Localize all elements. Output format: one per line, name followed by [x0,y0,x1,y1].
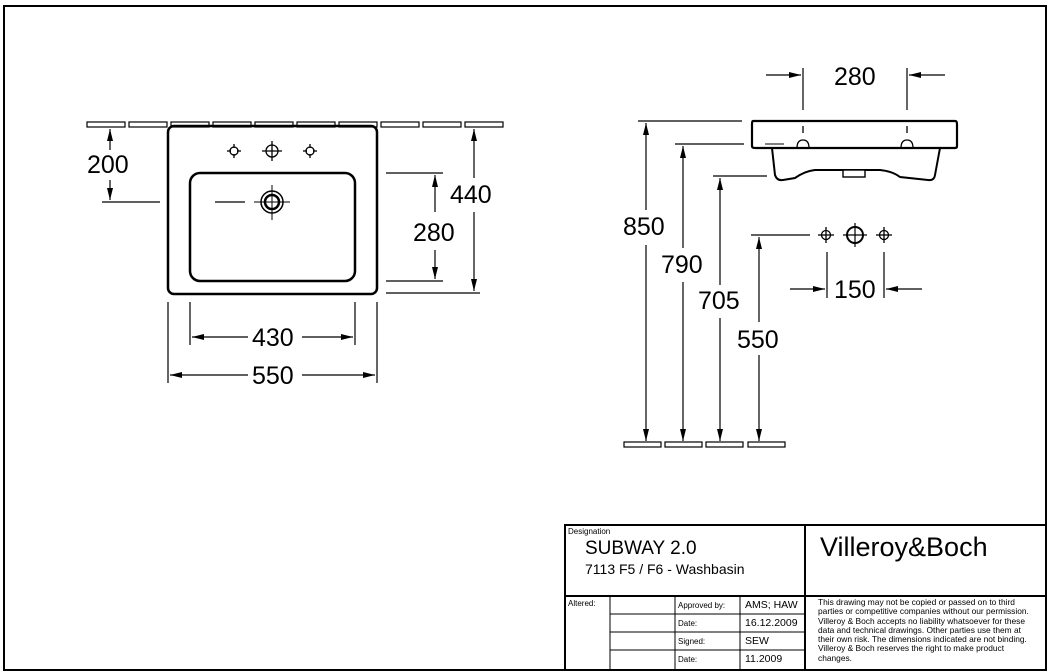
siphon-connector [842,169,866,178]
dim-label-280-side: 280 [834,63,876,91]
signed-date-value: 11.2009 [745,653,783,665]
title-block-frame [564,524,1047,671]
signed-value: SEW [745,635,769,647]
disclaimer-text: This drawing may not be copied or passed… [818,597,1044,663]
tap-hole-right [303,144,317,158]
tap-hole-side-marks [796,126,914,149]
tap-hole-center [262,141,282,161]
dimension-siphon-height [713,175,767,441]
waste-outlet [215,185,290,220]
supply-hole-left [818,227,834,243]
tap-hole-left [227,144,241,158]
disclaimer-line: changes. [818,652,852,663]
signed-label: Signed: [678,637,706,646]
disclaimer-line: Villeroy & Boch accepts no liability wha… [818,615,1025,626]
approved-by-value: AMS; HAW [745,599,798,611]
dim-label-550-height: 550 [737,326,779,354]
brand-logo: Villeroy&Boch [820,532,988,562]
dim-label-280-plan: 280 [413,219,455,247]
dimension-supply-spacing [790,252,922,298]
approval-date-value: 16.12.2009 [745,617,798,629]
disclaimer-line: Villeroy & Boch reserves the right to ma… [818,643,1005,654]
side-view: 280 850 790 705 [623,63,959,448]
dimension-overall-width [167,302,378,383]
dim-label-430: 430 [252,324,294,352]
approval-date-label: Date: [678,619,698,628]
designation-label: Designation [568,527,611,536]
dim-label-150: 150 [834,276,876,304]
dimension-supply-height [751,234,810,441]
dimension-wall-to-waste [102,129,160,203]
dimension-rim-height [638,120,742,441]
disclaimer-line: This drawing may not be copied or passed… [818,597,1015,607]
disclaimer-line: their own risk. The dimensions indicated… [818,634,1027,645]
dimension-overall-depth [386,129,480,294]
sheet-border [3,5,1047,671]
product-code: 7113 F5 / F6 - Washbasin [585,561,745,577]
dim-label-850: 850 [623,213,665,241]
dimension-bowl-depth [386,172,443,282]
supply-holes [818,223,892,247]
basin-outline [166,124,379,296]
basin-side-profile [750,119,959,150]
approved-by-label: Approved by: [678,601,726,610]
supply-hole-center [843,223,867,247]
altered-label: Altered: [568,599,596,608]
product-name: SUBWAY 2.0 [585,538,697,559]
wall-line [86,121,504,128]
dimension-bowl-width [189,302,356,345]
signed-date-label: Date: [678,655,698,664]
disclaimer-line: data and technical drawings. Other parti… [818,624,1021,635]
dim-label-705: 705 [698,287,740,315]
dim-label-200: 200 [87,151,129,179]
plan-view: 200 280 440 430 [86,121,504,390]
dim-label-440: 440 [450,181,492,209]
disclaimer-line: parties or competitive companies without… [818,606,1029,617]
dimension-underside-height [675,143,744,441]
dim-label-790: 790 [661,251,703,279]
supply-hole-right [876,227,892,243]
floor-line [623,441,786,448]
dimension-tap-spacing-top [766,68,945,110]
bowl-outline [188,171,357,283]
dim-label-550-width: 550 [252,362,294,390]
